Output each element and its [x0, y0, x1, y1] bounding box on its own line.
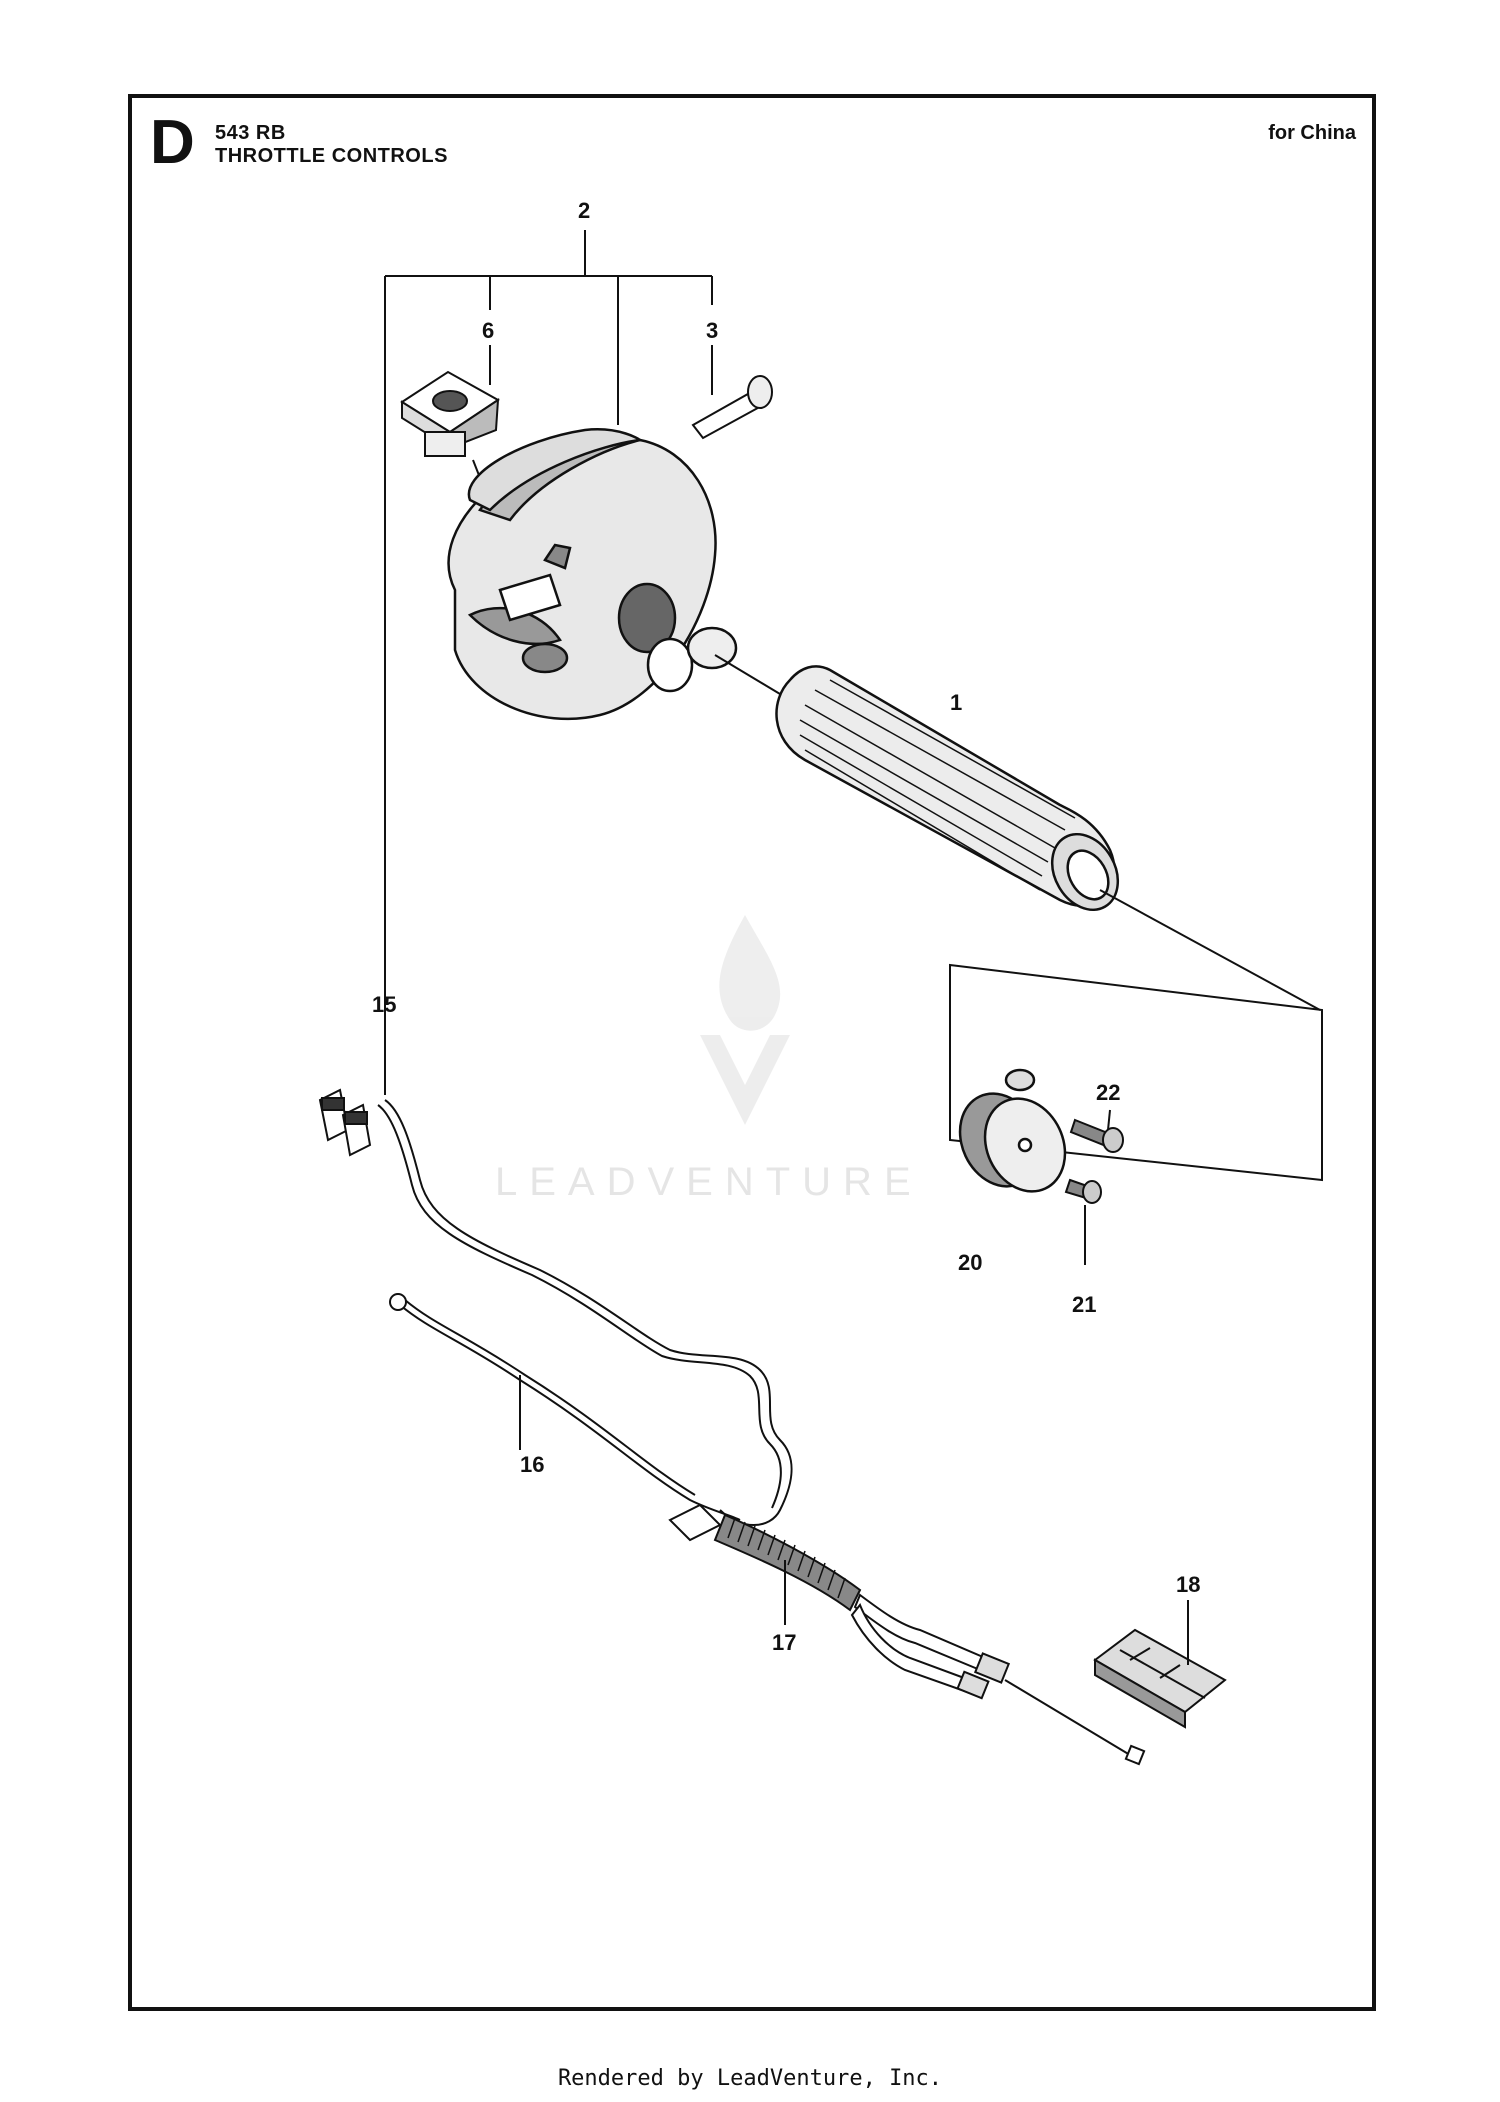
footer-credit: Rendered by LeadVenture, Inc.: [557, 2066, 943, 2091]
part-16-cable: [399, 1299, 741, 1521]
watermark: LEADVENTURE: [495, 915, 923, 1204]
leader-22: [1107, 1109, 1111, 1131]
section-letter: D: [150, 108, 195, 177]
callout-15: 15: [372, 992, 396, 1017]
part-16-cable-end: [389, 1293, 407, 1311]
leader-grip-to-box: [1099, 889, 1321, 1011]
part-6-switch: [400, 370, 500, 457]
callout-1: 1: [950, 690, 962, 715]
diagram-frame: [128, 94, 1376, 2011]
callout-22: 22: [1096, 1080, 1120, 1105]
leader-housing-to-grip: [714, 654, 791, 701]
part-3-pin: [691, 375, 773, 440]
part-21-screw: [1064, 1178, 1102, 1204]
callout-6: 6: [482, 318, 494, 343]
callout-18: 18: [1176, 1572, 1200, 1597]
callout-21: 21: [1072, 1292, 1096, 1317]
part-2-throttle-housing: [447, 428, 738, 720]
part-22-screw: [1069, 1118, 1124, 1153]
callout-17: 17: [772, 1630, 796, 1655]
part-15-wiring-harness: [377, 1099, 793, 1526]
callout-3: 3: [706, 318, 718, 343]
part-20-cap: [958, 1068, 1067, 1193]
flame-logo-icon: [719, 915, 781, 1031]
region-label: for China: [1268, 122, 1356, 144]
model-number: 543 RB: [215, 122, 286, 144]
part-18-clip: [1093, 1628, 1227, 1729]
part-15-connectors: [318, 1088, 372, 1157]
diagram-title: THROTTLE CONTROLS: [215, 145, 448, 167]
v-logo-icon: [700, 1035, 790, 1125]
callout-2: 2: [578, 198, 590, 223]
part-1-grip: [775, 665, 1120, 911]
callout-16: 16: [520, 1452, 544, 1477]
watermark-text: LEADVENTURE: [495, 1160, 923, 1204]
part-17-throttle-cable: [668, 1503, 1146, 1766]
exploded-view-box: [949, 963, 1323, 1182]
callout-20: 20: [958, 1250, 982, 1275]
